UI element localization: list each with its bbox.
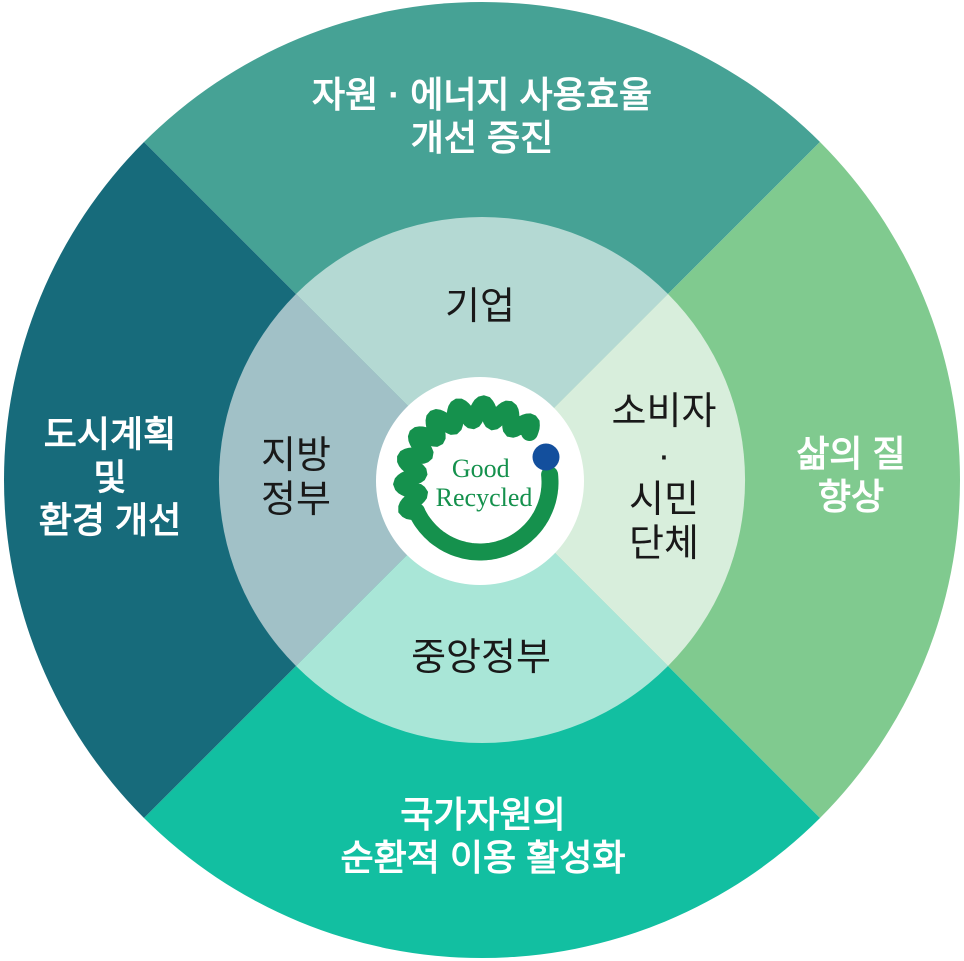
label-line: 및	[93, 456, 127, 498]
label-line: 환경 개선	[38, 499, 182, 541]
gr-logo-text-line1: Good	[452, 454, 510, 483]
inner-label-bottom: 중앙정부	[411, 636, 551, 680]
label-line: 정부	[261, 479, 331, 521]
gr-ring-smooth	[408, 466, 559, 561]
gr-logo: Good Recycled	[393, 395, 560, 561]
inner-label-left: 지방 정부	[261, 434, 331, 522]
label-line: 중앙정부	[411, 637, 551, 679]
label-line: 단체	[629, 523, 699, 565]
label-line: 기업	[445, 286, 515, 328]
label-line: 소비자	[611, 391, 717, 433]
gr-logo-dot	[532, 443, 560, 471]
gr-logo-text: Good Recycled	[436, 454, 533, 512]
label-line: 개선 증진	[410, 117, 554, 158]
inner-label-right: 소비자 · 시민 단체	[612, 390, 717, 566]
gr-ring-wavy	[393, 395, 540, 521]
inner-label-top: 기업	[445, 285, 515, 329]
outer-label-right: 삶의 질 향상	[796, 432, 905, 518]
label-line: 순환적 이용 활성화	[340, 837, 626, 878]
label-line: 도시계획	[43, 413, 177, 455]
inner-segment-left	[218, 294, 483, 666]
outer-label-top: 자원 · 에너지 사용효율 개선 증진	[312, 73, 652, 159]
label-line: 지방	[261, 435, 331, 477]
gr-logo-text-line2: Recycled	[436, 483, 533, 512]
label-line: 향상	[817, 476, 885, 517]
label-line: ·	[657, 435, 671, 477]
inner-segment-bottom	[296, 480, 668, 744]
label-line: 시민	[629, 479, 699, 521]
label-line: 자원 · 에너지 사용효율	[311, 74, 653, 115]
inner-segment-top	[296, 216, 668, 480]
inner-segment-right	[482, 294, 746, 666]
label-line: 국가자원의	[400, 794, 566, 835]
outer-label-bottom: 국가자원의 순환적 이용 활성화	[341, 793, 626, 879]
outer-label-left: 도시계획 및 환경 개선	[39, 413, 181, 542]
label-line: 삶의 질	[796, 433, 906, 474]
